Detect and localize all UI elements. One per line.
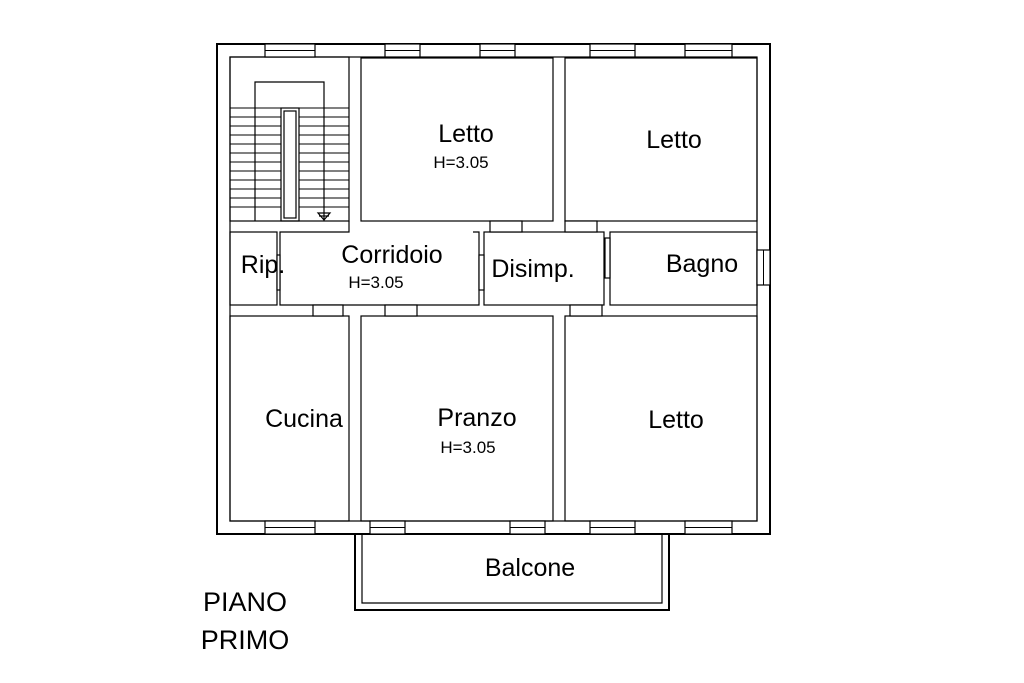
label-pranzo: Pranzo [437, 404, 516, 432]
window-icon [756, 249, 771, 286]
window-icon [684, 520, 733, 535]
room-corridoio [279, 221, 480, 306]
window-icon [684, 43, 733, 58]
staircase [229, 56, 350, 222]
label-pranzo-height: H=3.05 [440, 438, 495, 457]
floor-title-line2: PRIMO [201, 625, 290, 655]
label-letto-1: Letto [438, 120, 494, 148]
door-icon [604, 237, 611, 279]
window-icon [384, 43, 421, 58]
label-disimpegno: Disimp. [491, 255, 574, 283]
window-icon [264, 43, 316, 58]
label-corridoio-height: H=3.05 [348, 273, 403, 292]
window-icon [479, 43, 516, 58]
label-bagno: Bagno [666, 250, 738, 278]
label-corridoio: Corridoio [341, 241, 442, 269]
label-letto-3: Letto [648, 406, 704, 434]
door-icon [569, 304, 603, 317]
windows [264, 43, 771, 535]
room-letto-3 [564, 315, 758, 522]
room-letto-1 [360, 57, 554, 222]
stair-steps [230, 107, 349, 208]
window-icon [589, 520, 636, 535]
label-ripostiglio: Rip. [241, 251, 285, 279]
doors [276, 220, 611, 317]
room-letto-2 [564, 57, 758, 222]
window-icon [264, 520, 316, 535]
room-balcone [354, 534, 670, 611]
door-icon [564, 220, 598, 233]
door-icon [489, 220, 523, 233]
floor-title-line1: PIANO [203, 587, 287, 617]
room-pranzo [360, 315, 554, 522]
window-icon [369, 520, 406, 535]
window-icon [589, 43, 636, 58]
label-letto-1-height: H=3.05 [433, 153, 488, 172]
door-icon [384, 304, 418, 317]
door-icon [478, 254, 485, 291]
label-letto-2: Letto [646, 126, 702, 154]
door-icon [312, 304, 344, 317]
label-cucina: Cucina [265, 405, 343, 433]
window-icon [509, 520, 546, 535]
label-balcone: Balcone [485, 554, 575, 582]
door-icon [276, 254, 281, 291]
